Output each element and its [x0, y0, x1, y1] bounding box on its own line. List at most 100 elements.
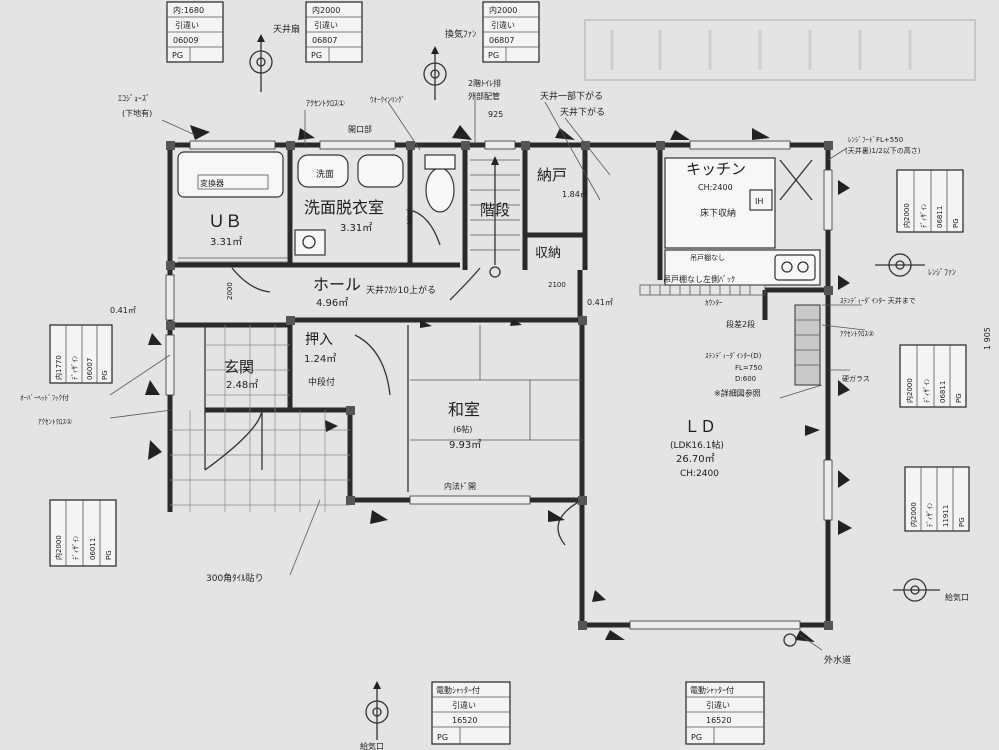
schedule-right1-glass: PG — [952, 218, 960, 228]
note-f2-toilet: 2階ﾄｲﾚ排 — [468, 78, 501, 88]
schedule-box-top3: 内2000 引違い 06807 PG — [482, 1, 540, 63]
schedule-right3-glass: PG — [958, 517, 966, 527]
note-stand-counter: ｽﾃﾝﾃﾞｨｰﾀﾞｲﾝﾀｰ 天井まで — [840, 296, 916, 305]
fan-bottom-label: 給気口 — [360, 741, 384, 750]
room-genkan-area: 2.48㎡ — [226, 379, 258, 391]
schedule-top1-glass: PG — [172, 51, 183, 60]
schedule-top2-size: 内2000 — [312, 5, 340, 15]
fan-right2-label: 給気口 — [945, 592, 969, 602]
room-kitchen-name: キッチン — [686, 160, 746, 178]
staircase — [470, 156, 520, 278]
room-hall-ceiling: 天井ﾌｶｼ10上がる — [366, 284, 436, 296]
washitsu-tatami — [410, 325, 582, 441]
room-ub-name: ＵＢ — [208, 212, 242, 232]
note-dim-1840: 1.84㎡ — [562, 190, 588, 199]
schedule-left1-type: ﾃﾞｨｻﾞｲﾝ — [71, 355, 79, 380]
schedule-right2-code: 06811 — [939, 381, 947, 403]
note-range-hood: ﾚﾝｼﾞﾌｰﾄﾞFL+550 — [848, 136, 903, 144]
note-utsu: ｳｵｰｸｲﾝﾘﾝｸﾞ — [370, 96, 405, 104]
faint-title-block — [584, 19, 976, 81]
genkan-tile-grid — [170, 325, 350, 512]
schedule-bottom2-glass: PG — [691, 733, 702, 742]
note-ceiling1: 天井一部下がる — [540, 90, 603, 102]
schedule-left2-glass: PG — [105, 550, 113, 560]
note-glass: 硬ガラス — [842, 374, 870, 383]
fan-top2-label: 換気ﾌｧﾝ — [445, 28, 477, 40]
schedule-box-bottom2: 電動ｼｬｯﾀｰ付 引違い 16520 PG — [685, 681, 765, 745]
schedule-right1-size: 内2000 — [902, 203, 911, 228]
schedule-left1-code: 06007 — [86, 358, 94, 380]
note-kaikouji: 開口部 — [348, 124, 372, 134]
schedule-bottom1-open: 引違い — [452, 700, 476, 710]
note-ovl-hook: ｵｰﾊﾞｰﾍｯﾄﾞﾌｯｸ付 — [20, 393, 69, 402]
room-oshiire-note: 中段付 — [308, 376, 335, 388]
toilet-fixture — [424, 154, 456, 213]
note-stand-counter2: ｽﾃﾝﾃﾞｨｰﾀﾞｲﾝﾀｰ(D) — [705, 352, 762, 360]
note-ecojozu: ｴｺｼﾞｮｰｽﾞ — [118, 94, 150, 103]
fan-top1-label: 天井扇 — [273, 23, 300, 35]
schedule-bottom2-type: 電動ｼｬｯﾀｰ付 — [690, 685, 734, 695]
schedule-right3-size: 内2000 — [909, 502, 918, 527]
note-dim-2100: 2100 — [548, 281, 566, 289]
room-ld-size: (LDK16.1帖) — [670, 439, 724, 451]
note-depth: D:600 — [735, 375, 756, 383]
room-washitsu-size: (6帖) — [453, 424, 472, 434]
schedule-top2-glass: PG — [311, 51, 322, 60]
note-kitchen-2: 吊戸棚なし — [690, 253, 725, 262]
note-dim-925: 925 — [488, 110, 503, 119]
schedule-box-top1: 内:1680 引違い 06009 PG — [166, 1, 224, 63]
note-dim-2000: 2000 — [226, 282, 234, 300]
room-oshiire-name: 押入 — [305, 332, 333, 348]
schedule-top3-glass: PG — [488, 51, 499, 60]
room-senmen-area: 3.31㎡ — [340, 222, 372, 234]
room-washitsu-name: 和室 — [448, 400, 480, 419]
schedule-right3-type: ﾃﾞｨｻﾞｲﾝ — [926, 502, 934, 527]
schedule-left1-glass: PG — [101, 370, 109, 380]
note-accent3: ｱｸｾﾝﾄｸﾛｽ① — [38, 418, 72, 426]
note-accent2: ｱｸｾﾝﾄｸﾛｽ② — [840, 330, 874, 338]
room-kitchen-stove: IH — [755, 197, 763, 206]
note-kitchen-3: 吊戸棚なし左側ﾊﾞｯｸ — [663, 274, 735, 284]
schedule-left2-size: 内2000 — [54, 535, 63, 560]
schedule-bottom1-type: 電動ｼｬｯﾀｰ付 — [436, 685, 480, 695]
schedule-box-left2: 内2000 ﾃﾞｨｻﾞｲﾝ 06011 PG — [49, 499, 117, 567]
schedule-right2-size: 内2000 — [905, 378, 914, 403]
fan-symbol-top1: 天井扇 — [249, 23, 300, 92]
room-senmen-sub: 洗面 — [316, 168, 334, 180]
fan-symbol-bottom: 給気口 — [360, 681, 389, 750]
fan-symbol-right2: 給気口 — [893, 578, 969, 602]
schedule-top3-code: 06807 — [489, 36, 514, 45]
note-tile: 300角ﾀｲﾙ貼り — [206, 572, 264, 584]
washroom-fixtures — [294, 154, 404, 256]
note-fl: FL=750 — [735, 364, 762, 372]
schedule-left1-size: 内1770 — [54, 355, 63, 380]
window-openings — [165, 140, 833, 630]
schedule-right2-type: ﾃﾞｨｻﾞｲﾝ — [923, 378, 931, 403]
schedule-left2-code: 06011 — [89, 538, 97, 560]
schedule-box-right3: 内2000 ﾃﾞｨｻﾞｲﾝ 11911 PG — [904, 466, 970, 532]
room-senmen-name: 洗面脱衣室 — [304, 198, 384, 217]
note-step: 段差2段 — [726, 319, 755, 329]
fan-symbol-top2: 換気ﾌｧﾝ — [423, 28, 477, 100]
schedule-bottom1-code: 16520 — [452, 716, 477, 725]
section-markers — [145, 125, 852, 642]
schedule-box-top2: 内2000 引違い 06807 PG — [305, 1, 363, 63]
schedule-top2-type: 引違い — [314, 20, 338, 30]
schedule-right3-code: 11911 — [942, 505, 950, 527]
schedule-left2-type: ﾃﾞｨｻﾞｲﾝ — [72, 535, 80, 560]
room-washitsu-area: 9.93㎡ — [449, 439, 481, 451]
room-ub-area: 3.31㎡ — [210, 236, 242, 248]
room-ld-ch: CH:2400 — [680, 469, 719, 479]
schedule-box-right1: 内2000 ﾃﾞｨｻﾞｲﾝ 06811 PG — [896, 169, 964, 233]
schedule-bottom2-open: 引違い — [706, 700, 730, 710]
schedule-right1-code: 06811 — [936, 206, 944, 228]
note-gaikai: 外部配管 — [468, 91, 500, 101]
schedule-top1-type: 引違い — [175, 20, 199, 30]
note-small-fixture: ﾀｵﾙﾊﾞｰ — [406, 204, 414, 225]
margin-mark: 1 905 — [983, 327, 992, 350]
leader-lines — [109, 92, 866, 651]
fan-right1-label: ﾚﾝｼﾞﾌｧﾝ — [928, 268, 956, 277]
note-water: 外水道 — [824, 654, 851, 666]
kitchen-fixtures — [639, 157, 821, 386]
